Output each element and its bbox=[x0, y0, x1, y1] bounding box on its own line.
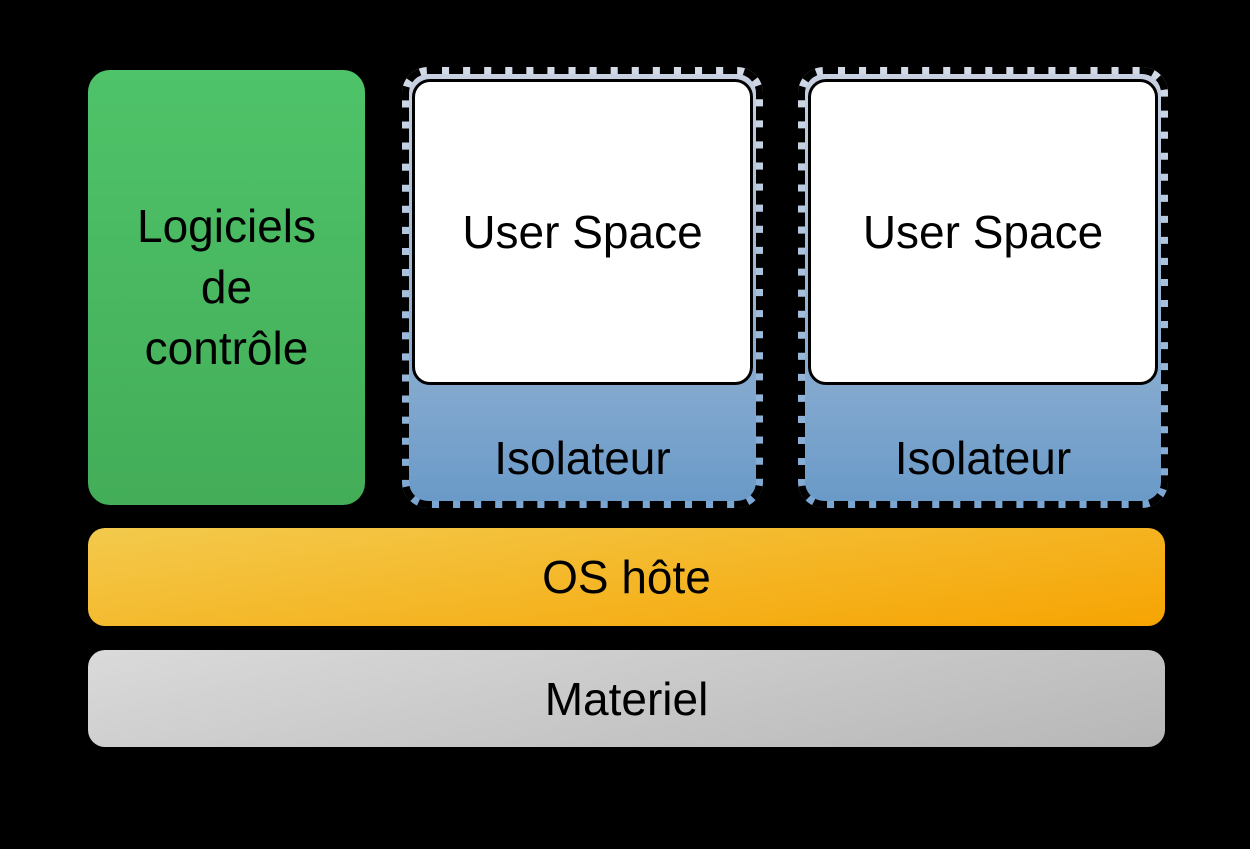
isolator-container-1: User Space Isolateur bbox=[402, 67, 763, 508]
user-space-box: User Space bbox=[808, 79, 1158, 385]
host-os-bar: OS hôte bbox=[88, 528, 1165, 626]
hardware-label: Materiel bbox=[544, 672, 709, 725]
user-space-label: User Space bbox=[462, 206, 703, 258]
host-os-label: OS hôte bbox=[542, 551, 711, 603]
control-software-label: Logiciels de contrôle bbox=[137, 200, 316, 374]
isolator-label: Isolateur bbox=[894, 432, 1072, 484]
isolator-container-2: User Space Isolateur bbox=[798, 67, 1168, 508]
hardware-bar: Materiel bbox=[88, 650, 1165, 747]
control-software-box: Logiciels de contrôle bbox=[88, 70, 365, 505]
isolator-label: Isolateur bbox=[494, 432, 671, 484]
user-space-box: User Space bbox=[412, 79, 753, 385]
user-space-label: User Space bbox=[862, 206, 1104, 258]
